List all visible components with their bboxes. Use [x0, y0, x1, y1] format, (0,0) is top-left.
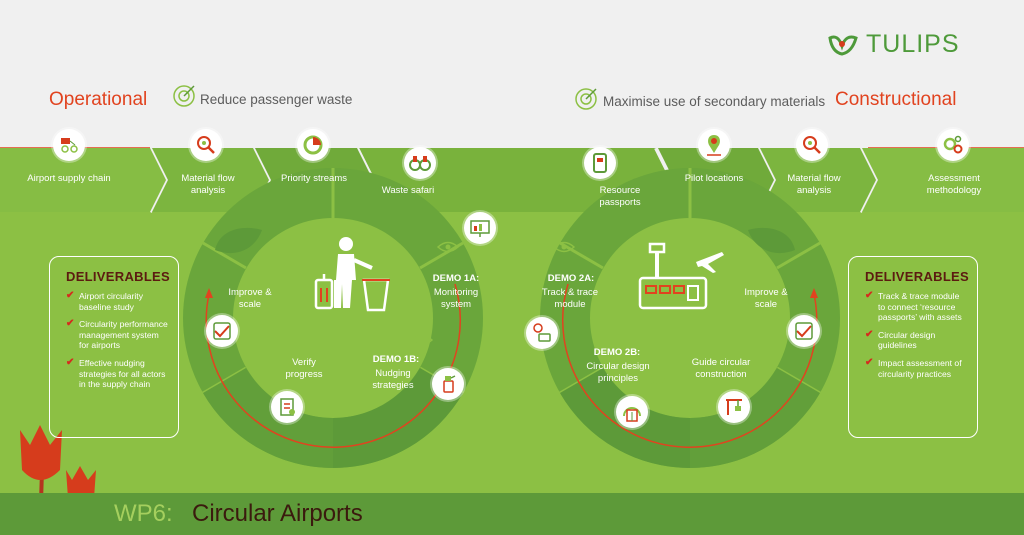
verify-progress-label: Verify progress — [285, 357, 323, 380]
check-icon: ✔ — [865, 328, 874, 340]
demo-2b-text: Circular design principles — [586, 361, 650, 384]
step-pilot-locations: Pilot locations — [684, 173, 744, 184]
crane-icon — [718, 391, 750, 423]
magnifier-icon — [190, 129, 222, 161]
check-hand-icon — [788, 315, 820, 347]
tulips-logo-icon — [828, 35, 858, 56]
deliverable-item: ✔Effective nudging strategies for all ac… — [66, 356, 166, 390]
deliverable-item: ✔Impact assessment of circularity practi… — [865, 356, 962, 379]
improve-scale-label: Improve & scale — [228, 287, 272, 310]
pie-chart-icon — [297, 129, 329, 161]
footer-title: Circular Airports — [192, 500, 363, 527]
airport-terminal-icon — [638, 242, 724, 310]
gears-icon — [937, 129, 969, 161]
guide-construction-label: Guide circular construction — [691, 357, 751, 380]
deliverable-item: ✔Circularity performance management syst… — [66, 318, 168, 351]
demo-1a-title: DEMO 1A: — [432, 273, 480, 284]
monitor-icon — [464, 212, 496, 244]
binoculars-icon — [404, 147, 436, 179]
demo-2a-text: Track & trace module — [541, 287, 599, 310]
check-hand-icon — [206, 315, 238, 347]
circular-building-icon — [616, 396, 648, 428]
operational-subtitle: Reduce passenger waste — [200, 92, 353, 107]
passport-icon — [584, 147, 616, 179]
constructional-title: Constructional — [835, 89, 957, 110]
step-material-flow-analysis: Material flow analysis — [181, 173, 235, 196]
supply-chain-icon — [53, 129, 85, 161]
eye-icon — [410, 334, 434, 346]
step-airport-supply-chain: Airport supply chain — [27, 173, 111, 184]
check-icon: ✔ — [66, 290, 75, 301]
demo-1b-title: DEMO 1B: — [372, 354, 420, 365]
check-icon: ✔ — [66, 318, 75, 330]
passenger-recycling-icon — [314, 237, 390, 312]
deliverables-title: DELIVERABLES — [66, 269, 171, 284]
checklist-icon — [271, 391, 303, 423]
check-icon: ✔ — [66, 356, 75, 368]
demo-2b-title: DEMO 2B: — [593, 347, 641, 358]
target-icon — [173, 85, 195, 107]
deliverable-item: ✔Airport circularity baseline study — [66, 290, 143, 312]
deliverables-title: DELIVERABLES — [865, 269, 970, 284]
step-assessment-methodology: Assessment methodology — [926, 173, 982, 196]
demo-1a-text: Monitoring system — [433, 287, 479, 310]
deliverables-right-panel: DELIVERABLES ✔Track & trace module to co… — [848, 256, 978, 438]
deliverable-item: ✔Track & trace module to connect ‘resour… — [865, 290, 962, 323]
location-pin-icon — [698, 129, 730, 161]
operational-title: Operational — [49, 89, 148, 110]
demo-1b-text: Nudging strategies — [372, 368, 414, 391]
target-icon — [575, 88, 597, 110]
tracking-tag-icon — [526, 317, 558, 349]
demo-2a-title: DEMO 2A: — [547, 273, 595, 284]
step-priority-streams: Priority streams — [281, 173, 347, 184]
improve-scale-label: Improve & scale — [744, 287, 788, 310]
spray-bottle-icon — [432, 368, 464, 400]
footer-bar — [0, 493, 1024, 535]
eye-icon — [436, 241, 460, 253]
eye-icon — [646, 374, 670, 386]
magnifier-icon — [796, 129, 828, 161]
check-icon: ✔ — [865, 356, 874, 368]
eye-icon — [552, 241, 576, 253]
brand-name: TULIPS — [866, 30, 960, 58]
step-waste-safari: Waste safari — [381, 185, 435, 196]
check-icon: ✔ — [865, 290, 874, 301]
step-material-flow-analysis: Material flow analysis — [787, 173, 841, 196]
step-resource-passports: Resource passports — [599, 185, 641, 208]
deliverables-left-panel: DELIVERABLES ✔Airport circularity baseli… — [49, 256, 179, 438]
deliverable-item: ✔Circular design guidelines — [865, 328, 936, 351]
constructional-subtitle: Maximise use of secondary materials — [603, 94, 826, 109]
footer-wp-label: WP6: — [114, 500, 173, 527]
